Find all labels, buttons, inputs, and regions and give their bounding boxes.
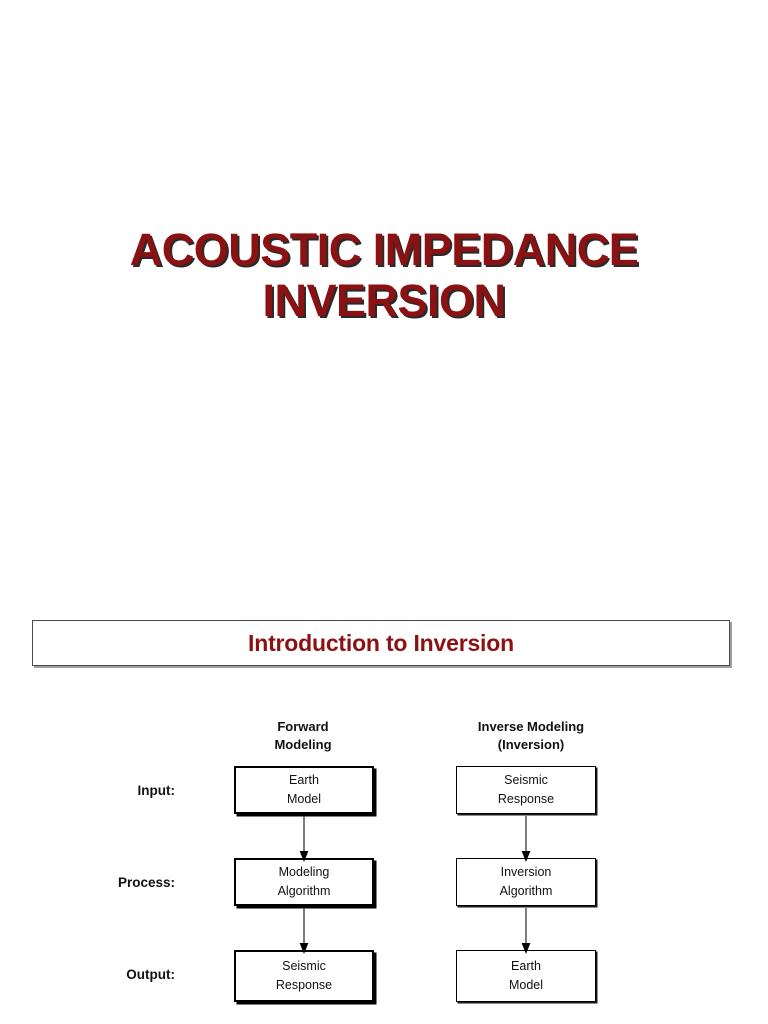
section-banner-label: Introduction to Inversion [248, 629, 514, 656]
node-inverse-process-line-2: Algorithm [499, 884, 553, 898]
row-label-process: Process: [117, 875, 175, 890]
node-inverse-input: Seismic Response [456, 766, 596, 814]
arrow-down-icon [520, 908, 532, 954]
column-header-forward-modeling: Forward Modeling [213, 718, 393, 754]
column-header-inverse-line-1: Inverse Modeling [477, 719, 585, 734]
column-header-forward-line-1: Forward [277, 719, 329, 734]
node-inverse-process: Inversion Algorithm [456, 858, 596, 906]
row-label-output: Output: [126, 967, 175, 982]
section-banner: Introduction to Inversion [32, 620, 730, 666]
node-forward-process-line-1: Modeling [278, 865, 330, 879]
node-inverse-output: Earth Model [456, 950, 596, 1002]
node-forward-input-line-2: Model [286, 792, 322, 806]
node-forward-process-line-2: Algorithm [277, 884, 331, 898]
node-inverse-input-line-1: Seismic [504, 773, 548, 787]
arrow-down-icon [298, 816, 310, 862]
node-forward-output-line-2: Response [275, 978, 333, 992]
node-forward-process: Modeling Algorithm [234, 858, 374, 906]
page-title-line-1: ACOUSTIC IMPEDANCE [129, 224, 639, 275]
node-inverse-process-line-1: Inversion [500, 865, 552, 879]
node-inverse-output-line-1: Earth [511, 959, 541, 973]
row-label-input: Input: [137, 783, 175, 798]
node-forward-output-line-1: Seismic [282, 959, 326, 973]
column-header-inverse-modeling: Inverse Modeling (Inversion) [432, 718, 630, 754]
column-header-forward-line-2: Modeling [274, 737, 332, 752]
page-title-line-2: INVERSION [262, 275, 506, 326]
node-inverse-input-line-2: Response [497, 792, 555, 806]
node-forward-input: Earth Model [234, 766, 374, 814]
arrow-down-icon [298, 908, 310, 954]
arrow-down-icon [520, 816, 532, 862]
node-forward-input-line-1: Earth [289, 773, 319, 787]
node-forward-output: Seismic Response [234, 950, 374, 1002]
forward-inverse-modeling-diagram: Forward Modeling Inverse Modeling (Inver… [0, 700, 768, 1024]
column-header-inverse-line-2: (Inversion) [497, 737, 565, 752]
page-title: ACOUSTIC IMPEDANCE INVERSION [0, 224, 768, 326]
node-inverse-output-line-2: Model [508, 978, 544, 992]
